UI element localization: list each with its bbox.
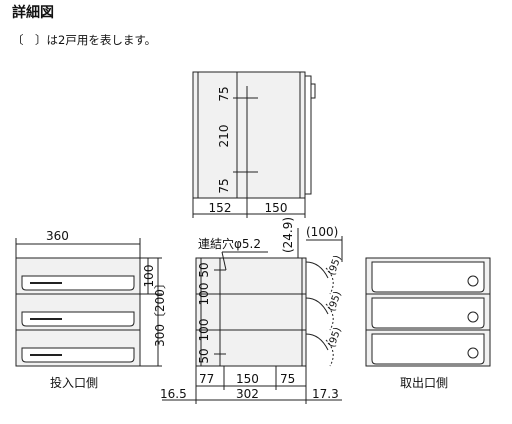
dim-label: 50 <box>197 262 211 277</box>
front-flap <box>21 275 135 291</box>
swing-arc <box>305 261 329 279</box>
dim-label: 302 <box>236 387 259 401</box>
back-door <box>371 297 485 329</box>
dim-label: 17.3 <box>312 387 339 401</box>
side-unit <box>195 329 307 367</box>
dim-label: 210 <box>217 125 231 148</box>
dim-label: 50 <box>197 348 211 363</box>
back-door <box>371 333 485 365</box>
back-door <box>371 261 485 293</box>
dim-label: 300〔200〕 <box>153 277 167 347</box>
dim-label: 152 <box>209 201 232 215</box>
dim-label: 75 <box>217 86 231 101</box>
side-view <box>162 228 343 404</box>
dim-label: 360 <box>46 229 69 243</box>
swing-arc <box>305 297 329 315</box>
dim-label: (24.9) <box>281 217 295 253</box>
side-unit <box>195 257 307 295</box>
dim-label: (95) <box>326 254 343 277</box>
dim-label: 100 <box>197 283 211 306</box>
leader-line <box>221 251 227 271</box>
caption-back: 取出口側 <box>400 376 449 390</box>
bracket-note: 〔 〕は2戸用を表します。 <box>12 33 157 47</box>
dim-label: 75 <box>280 372 295 386</box>
dim-label: 150 <box>236 372 259 386</box>
dim-label: 100 <box>197 319 211 342</box>
dim-label: 連結穴φ5.2 <box>198 236 261 251</box>
dim-label: (100) <box>306 225 338 239</box>
lock-icon <box>467 311 479 323</box>
top-view <box>192 71 316 218</box>
front-flap <box>21 311 135 327</box>
dim-label: 100 <box>142 265 156 288</box>
top-view-body <box>192 71 306 199</box>
dim-label: (95) <box>326 290 343 313</box>
dim-label: (95) <box>326 326 343 349</box>
dim-label: 16.5 <box>160 387 187 401</box>
lock-icon <box>467 275 479 287</box>
dim-label: 150 <box>265 201 288 215</box>
dim-label: 75 <box>217 178 231 193</box>
lock-icon <box>467 347 479 359</box>
back-view <box>365 257 491 367</box>
top-view-knob <box>310 83 316 99</box>
front-flap <box>21 347 135 363</box>
swing-arc <box>305 333 329 351</box>
dim-label: 77 <box>199 372 214 386</box>
front-view <box>15 238 162 367</box>
caption-front: 投入口側 <box>50 376 99 390</box>
top-view-rail <box>304 75 312 195</box>
page-title: 詳細図 <box>12 5 54 21</box>
side-unit <box>195 293 307 331</box>
